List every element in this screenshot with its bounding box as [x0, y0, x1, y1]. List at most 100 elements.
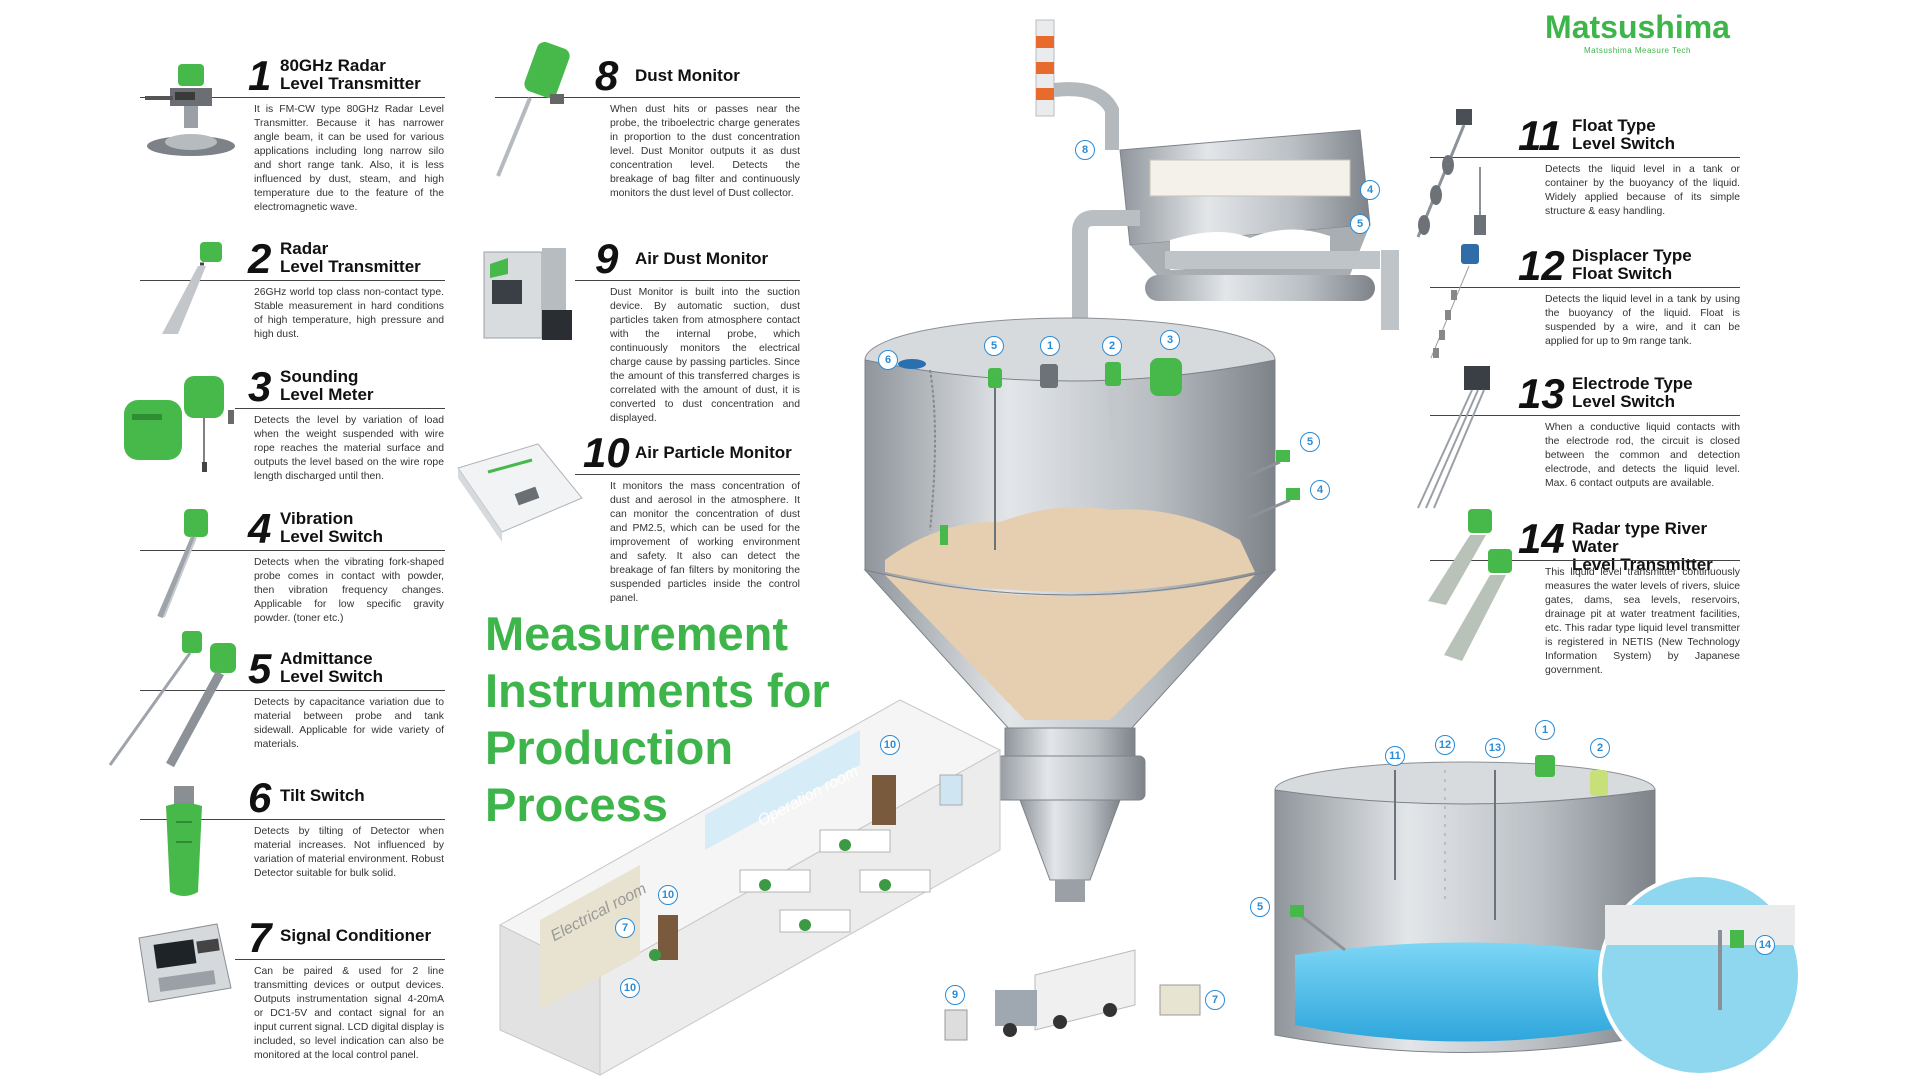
title-line-1: Radar type River Water [1572, 519, 1708, 556]
title-line-1: Air Particle Monitor [635, 443, 792, 462]
marker-11[interactable]: 11 [1385, 746, 1405, 766]
title-line-1: Air Dust Monitor [635, 249, 769, 268]
instrument-title: Air Dust Monitor [635, 250, 768, 268]
instrument-number: 4 [248, 505, 272, 552]
marker-5-tank[interactable]: 5 [1250, 897, 1270, 917]
instrument-description: Detects the level by variation of load w… [254, 415, 444, 482]
marker-1-silo[interactable]: 1 [1040, 336, 1060, 356]
instrument-number: 12 [1518, 242, 1565, 289]
delivery-truck [944, 949, 1201, 1041]
title-line-1: Displacer Type [1572, 246, 1692, 265]
page-title: Measurement Instruments for Production P… [485, 605, 845, 833]
instrument-7: 7 Signal Conditioner Can be paired & use… [140, 917, 445, 1077]
title-line-2: Level Transmitter [280, 74, 421, 93]
marker-5-collector[interactable]: 5 [1350, 214, 1370, 234]
instrument-number: 1 [248, 52, 272, 99]
title-line-1: 80GHz Radar [280, 56, 386, 75]
marker-3-silo[interactable]: 3 [1160, 330, 1180, 350]
instrument-description: When a conductive liquid contacts with t… [1545, 422, 1740, 489]
electrode-type-level-switch-icon [1417, 366, 1490, 509]
instrument-description: It is FM-CW type 80GHz Radar Level Trans… [254, 104, 444, 213]
instrument-title: Air Particle Monitor [635, 444, 792, 462]
marker-5-silo[interactable]: 5 [984, 336, 1004, 356]
sounding-level-meter-icon [124, 376, 234, 472]
title-line-2: Instruments for [485, 664, 830, 717]
marker-2-silo[interactable]: 2 [1102, 336, 1122, 356]
marker-4-silo-side[interactable]: 4 [1310, 480, 1330, 500]
marker-7-truck[interactable]: 7 [1205, 990, 1225, 1010]
tilt-switch-icon [166, 786, 202, 896]
marker-4-collector[interactable]: 4 [1360, 180, 1380, 200]
instrument-description: It monitors the mass concentration of du… [610, 481, 800, 604]
marker-10-operation[interactable]: 10 [880, 735, 900, 755]
company-logo: Matsushima Matsushima Measure Tech [1540, 8, 1735, 55]
title-line-2: Level Switch [280, 667, 383, 686]
title-line-1: Electrode Type [1572, 374, 1693, 393]
divider [140, 97, 445, 98]
instrument-description: Detects by tilting of Detector when mate… [254, 826, 444, 879]
title-line-1: Radar [280, 239, 329, 258]
divider [575, 280, 800, 281]
title-line-1: Vibration [280, 509, 354, 528]
divider [1430, 287, 1740, 288]
divider [235, 959, 445, 960]
marker-5-silo-side[interactable]: 5 [1300, 432, 1320, 452]
marker-2-tank[interactable]: 2 [1590, 738, 1610, 758]
control-building [498, 699, 1002, 1076]
divider [495, 97, 800, 98]
marker-9[interactable]: 9 [945, 985, 965, 1005]
divider [1430, 415, 1740, 416]
instrument-number: 10 [583, 429, 630, 476]
divider [140, 280, 445, 281]
instrument-number: 7 [248, 914, 272, 961]
instrument-description: Detects the liquid level in a tank or co… [1545, 164, 1740, 217]
marker-7-electrical[interactable]: 7 [615, 918, 635, 938]
air-dust-monitor-icon [483, 248, 572, 340]
marker-12[interactable]: 12 [1435, 735, 1455, 755]
instrument-number: 11 [1518, 112, 1562, 159]
title-line-4: Process [485, 778, 668, 831]
instrument-title: Signal Conditioner [280, 927, 431, 945]
instrument-number: 8 [595, 52, 619, 99]
signal-conditioner-icon [138, 923, 232, 1003]
air-particle-monitor-icon [457, 443, 583, 542]
instrument-description: Dust Monitor is built into the suction d… [610, 287, 800, 424]
title-line-1: Measurement [485, 607, 788, 660]
marker-6[interactable]: 6 [878, 350, 898, 370]
title-line-2: Level Switch [280, 527, 383, 546]
marker-14[interactable]: 14 [1755, 935, 1775, 955]
marker-10-electrical[interactable]: 10 [658, 885, 678, 905]
instrument-number: 9 [595, 235, 619, 282]
dust-monitor-icon [496, 42, 570, 177]
instrument-number: 3 [248, 363, 272, 410]
divider [575, 474, 800, 475]
marker-10-door[interactable]: 10 [620, 978, 640, 998]
instrument-8: 8 Dust Monitor When dust hits or passes … [495, 55, 800, 225]
marker-13[interactable]: 13 [1485, 738, 1505, 758]
title-line-2: Level Transmitter [280, 257, 421, 276]
title-line-1: Dust Monitor [635, 66, 740, 85]
marker-1-tank[interactable]: 1 [1535, 720, 1555, 740]
logo-tagline: Matsushima Measure Tech [1584, 46, 1691, 55]
instrument-number: 14 [1518, 515, 1565, 562]
instrument-number: 13 [1518, 370, 1565, 417]
water-tank [1274, 755, 1656, 1053]
instrument-description: Can be paired & used for 2 line transmit… [254, 966, 445, 1061]
marker-8[interactable]: 8 [1075, 140, 1095, 160]
exhaust-stack [1035, 19, 1119, 150]
displacer-float-switch-icon [1430, 244, 1479, 359]
title-line-2: Float Switch [1572, 264, 1673, 283]
